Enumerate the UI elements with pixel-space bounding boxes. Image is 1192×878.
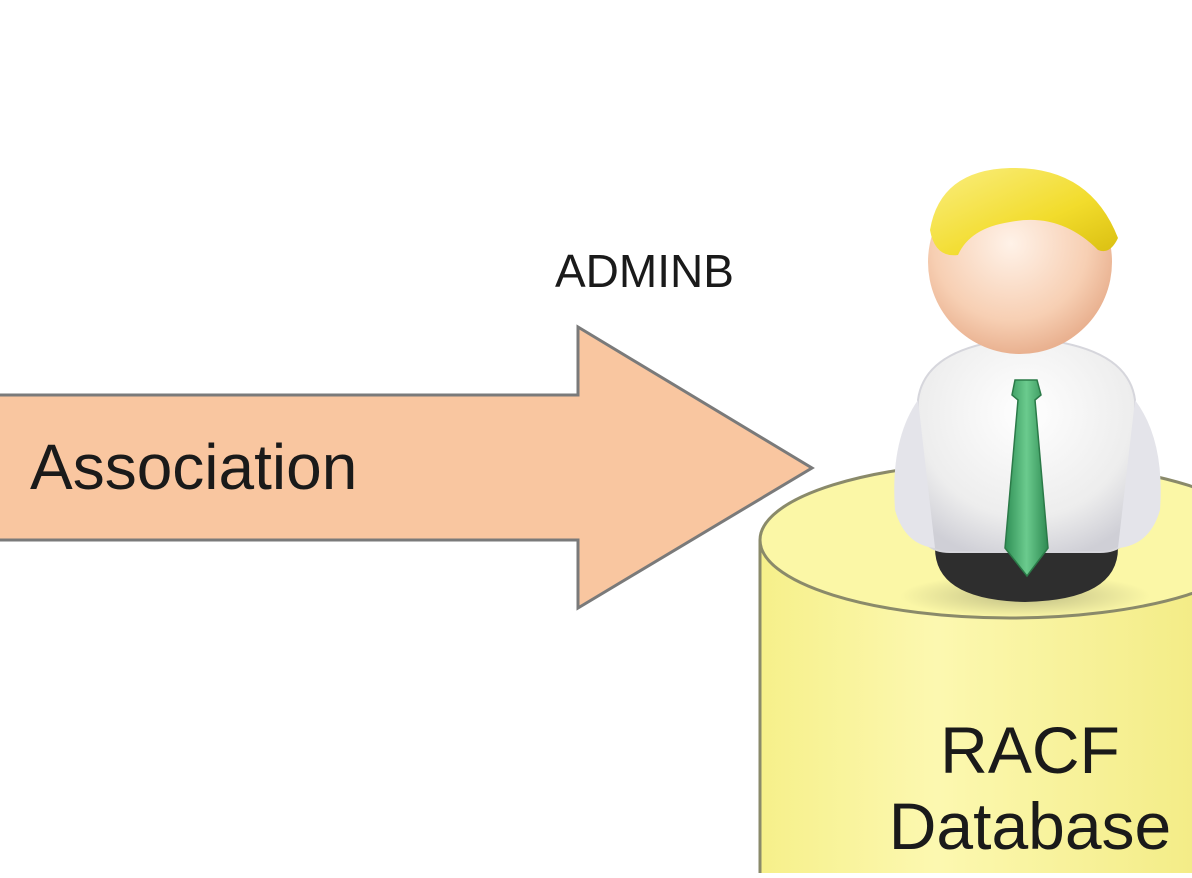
user-icon: [894, 167, 1161, 618]
arrow-right-icon: [0, 324, 815, 611]
user-label: ADMINB: [555, 245, 734, 297]
database-label-line2: Database: [888, 789, 1172, 863]
arrow-label: Association: [30, 431, 358, 503]
database-label: RACF Database: [860, 712, 1192, 864]
database-label-line1: RACF: [940, 713, 1120, 787]
